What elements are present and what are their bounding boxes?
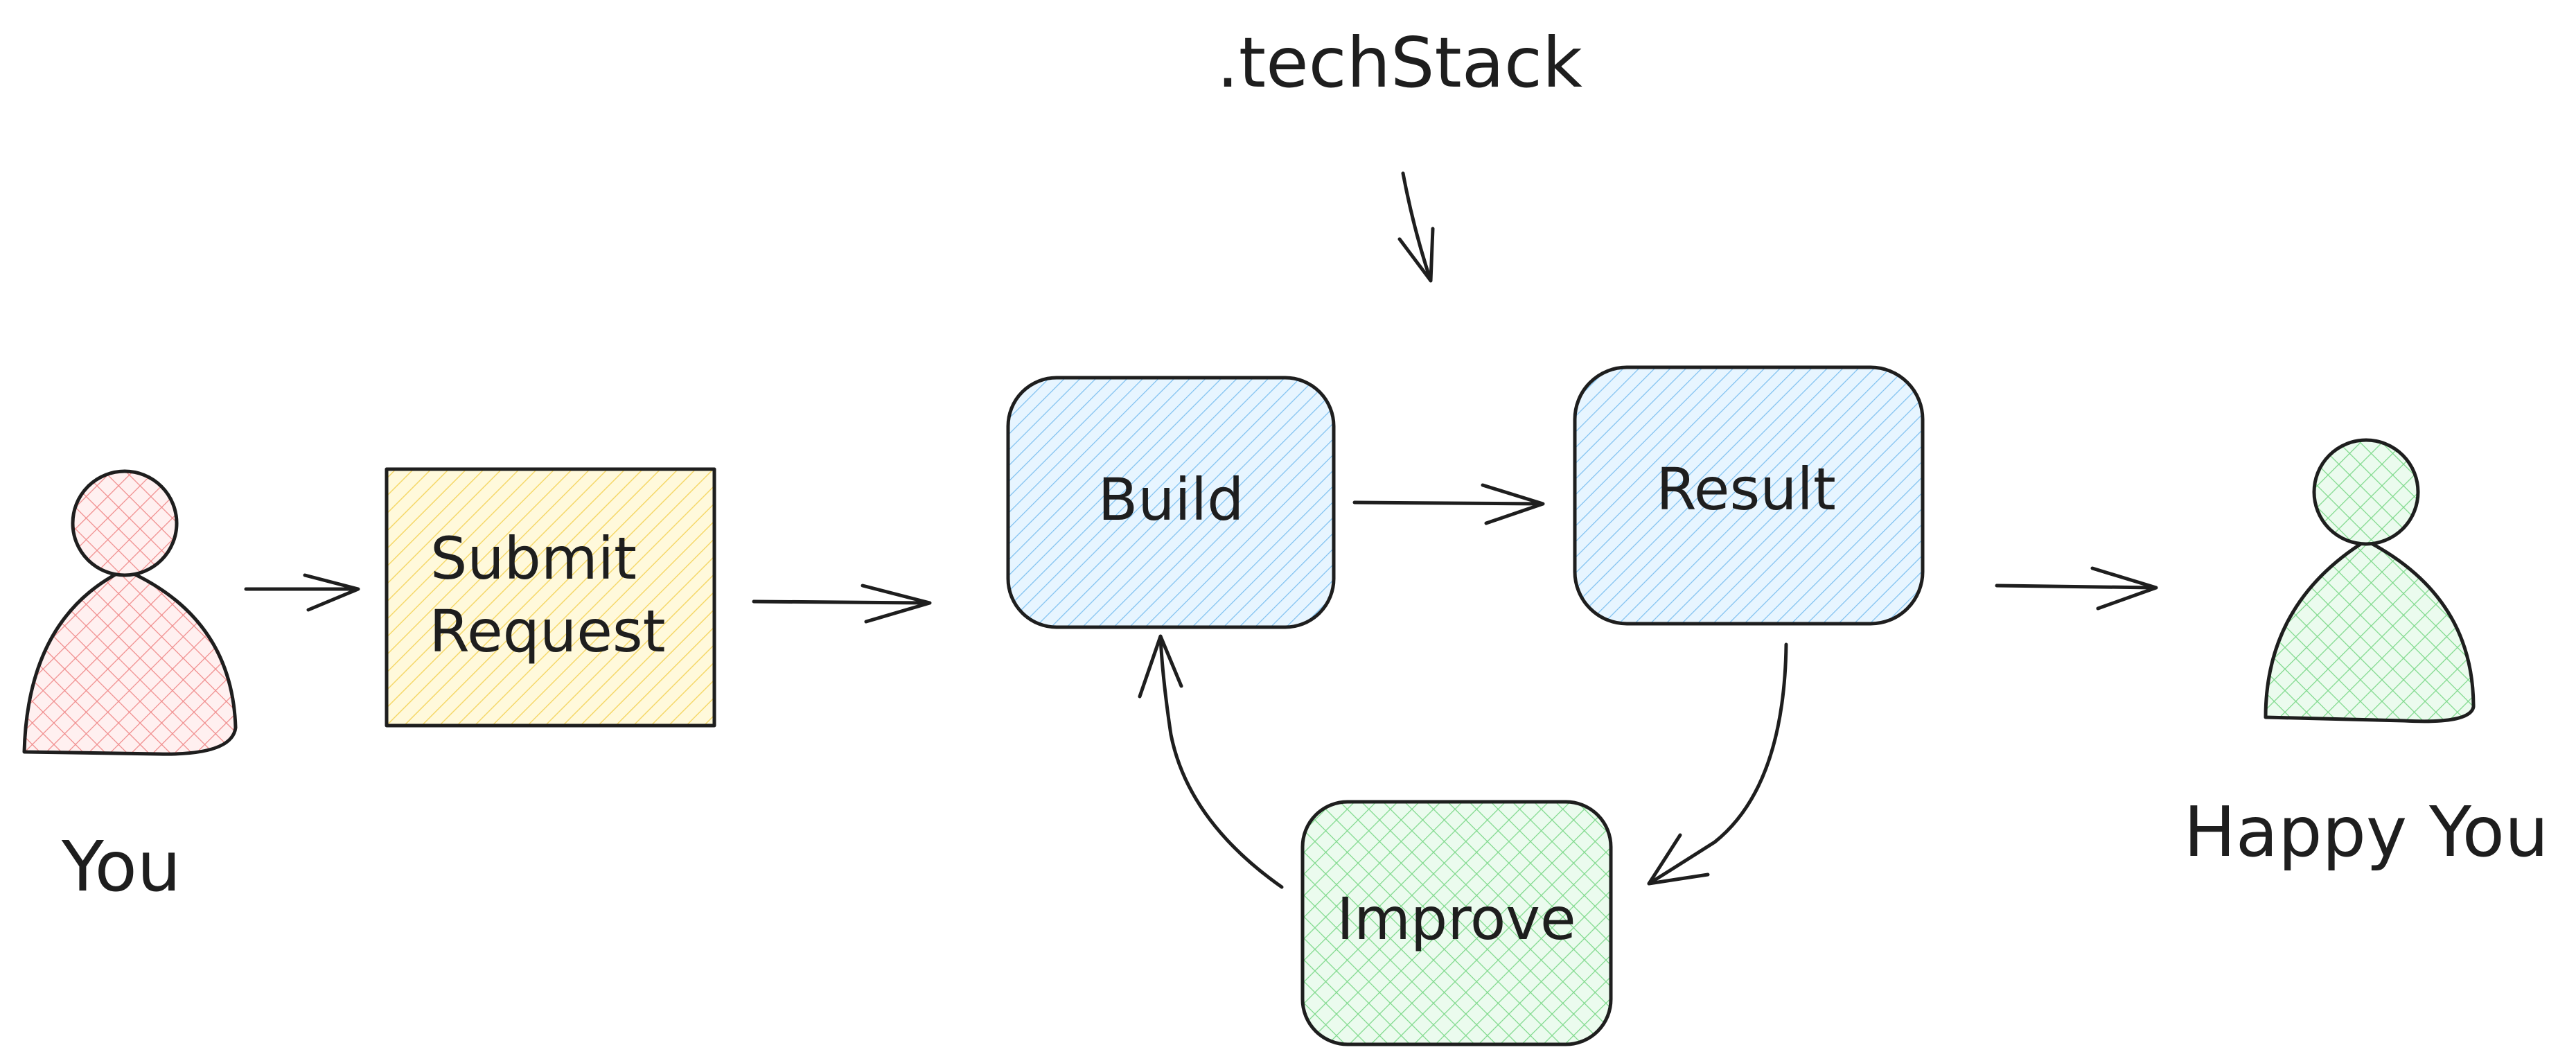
build-label: Build [1098,466,1244,534]
build-box: Build [1006,376,1336,629]
arrow-build-to-result [1352,483,1545,525]
submit-request-label-line1: Submit [430,525,637,593]
arrow-improve-to-build [1138,634,1284,889]
improve-box: Improve [1300,800,1613,1046]
arrow-result-to-happy-you [1995,566,2158,611]
happy-you-label: Happy You [2184,791,2549,873]
arrow-result-to-improve [1647,642,1788,886]
result-label: Result [1656,455,1836,523]
tech-stack-label: .techStack [1217,22,1582,103]
tech-stack-arrow [1397,171,1435,283]
submit-request-label-line2: Request [429,597,665,665]
arrow-submit-to-build [752,584,932,624]
you-person-icon [22,469,238,756]
arrow-you-to-submit [244,573,360,612]
submit-request-box: Submit Request [385,467,716,728]
happy-you-person-icon [2264,438,2476,724]
you-label: You [61,826,181,907]
improve-label: Improve [1336,885,1576,953]
result-box: Result [1573,365,1925,626]
